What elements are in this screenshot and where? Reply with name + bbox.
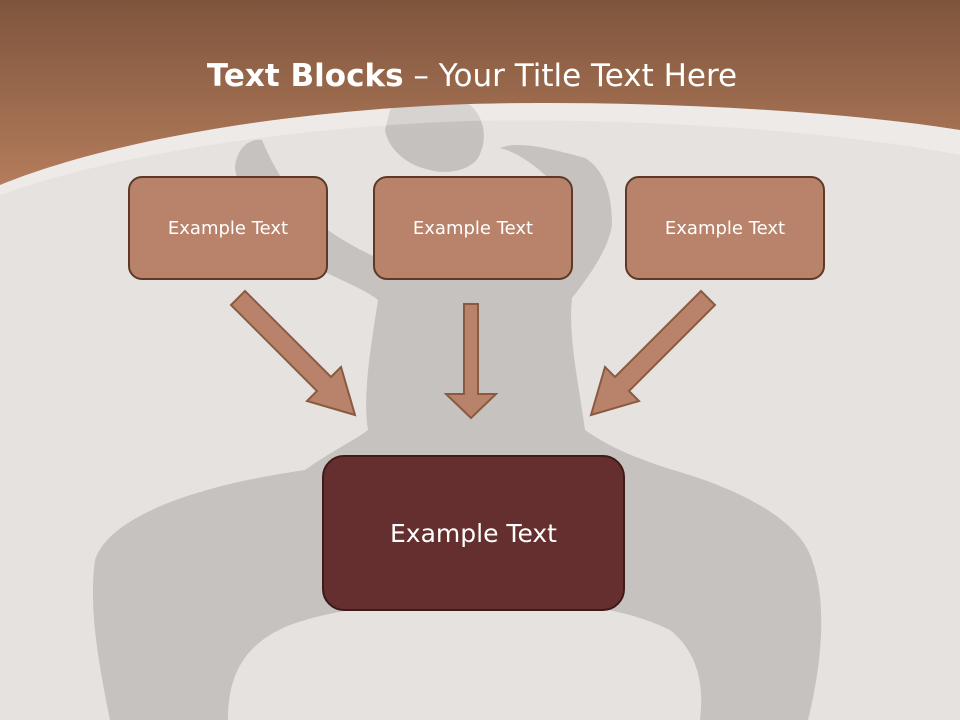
result-block[interactable]: Example Text	[322, 455, 625, 611]
text-block-2[interactable]: Example Text	[373, 176, 573, 280]
header-arc-highlight	[0, 103, 960, 195]
text-block-3[interactable]: Example Text	[625, 176, 825, 280]
header-band	[0, 0, 960, 185]
title-strong: Text Blocks	[206, 58, 404, 94]
text-block-1-label: Example Text	[167, 217, 289, 239]
arrow-left-icon	[229, 289, 357, 417]
arrow-right-icon	[589, 289, 717, 417]
text-block-1[interactable]: Example Text	[128, 176, 328, 280]
text-block-3-label: Example Text	[664, 217, 786, 239]
dancer-silhouette-image	[92, 96, 822, 720]
result-block-label: Example Text	[390, 518, 557, 548]
arrow-center-icon	[443, 303, 499, 420]
slide-title: Text Blocks – Your Title Text Here	[0, 56, 944, 96]
title-rest: – Your Title Text Here	[403, 58, 738, 94]
text-block-2-label: Example Text	[412, 217, 534, 239]
